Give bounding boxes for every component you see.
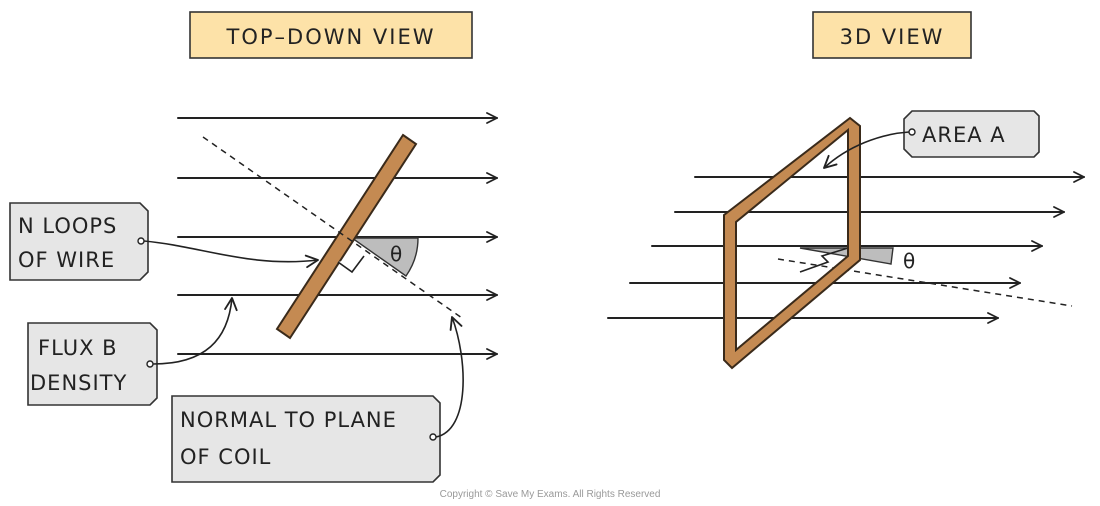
- coil-frame-3d: [723, 116, 861, 370]
- normal-pointer: [435, 316, 464, 438]
- top-down-view: θ N LOOPS OF WIRE FLUX B DENSITY NORMAL …: [9, 112, 498, 483]
- flux-density-label: FLUX B DENSITY: [27, 322, 158, 406]
- top-down-title-text: TOP–DOWN VIEW: [226, 25, 436, 49]
- normal-line1: NORMAL TO PLANE: [180, 408, 397, 432]
- flux-density-line2: DENSITY: [30, 371, 127, 395]
- n-loops-line2: OF WIRE: [18, 248, 115, 272]
- area-text: AREA A: [922, 123, 1006, 147]
- angle-theta-top: θ: [390, 242, 402, 266]
- area-label: AREA A: [903, 110, 1040, 158]
- normal-line-top: [202, 136, 463, 319]
- three-d-title: 3D VIEW: [812, 11, 972, 59]
- n-loops-pointer: [143, 240, 319, 269]
- angle-theta-3d: θ: [903, 249, 915, 273]
- coil-wire-top: [275, 133, 418, 340]
- three-d-view: θ AREA A: [607, 110, 1085, 370]
- n-loops-label: N LOOPS OF WIRE: [9, 202, 149, 281]
- flux-density-pointer: [152, 297, 238, 365]
- angle-shading-top: [349, 237, 419, 277]
- area-pointer: [823, 131, 910, 169]
- copyright-text: Copyright © Save My Exams. All Rights Re…: [440, 489, 661, 500]
- right-angle-marker: [337, 255, 365, 274]
- normal-line2: OF COIL: [180, 445, 271, 469]
- n-loops-line1: N LOOPS: [18, 214, 117, 238]
- flux-density-line1: FLUX B: [38, 336, 118, 360]
- top-down-title: TOP–DOWN VIEW: [189, 11, 473, 59]
- normal-label: NORMAL TO PLANE OF COIL: [171, 395, 441, 483]
- three-d-title-text: 3D VIEW: [840, 25, 945, 49]
- right-angle-marker-3d: [799, 247, 849, 273]
